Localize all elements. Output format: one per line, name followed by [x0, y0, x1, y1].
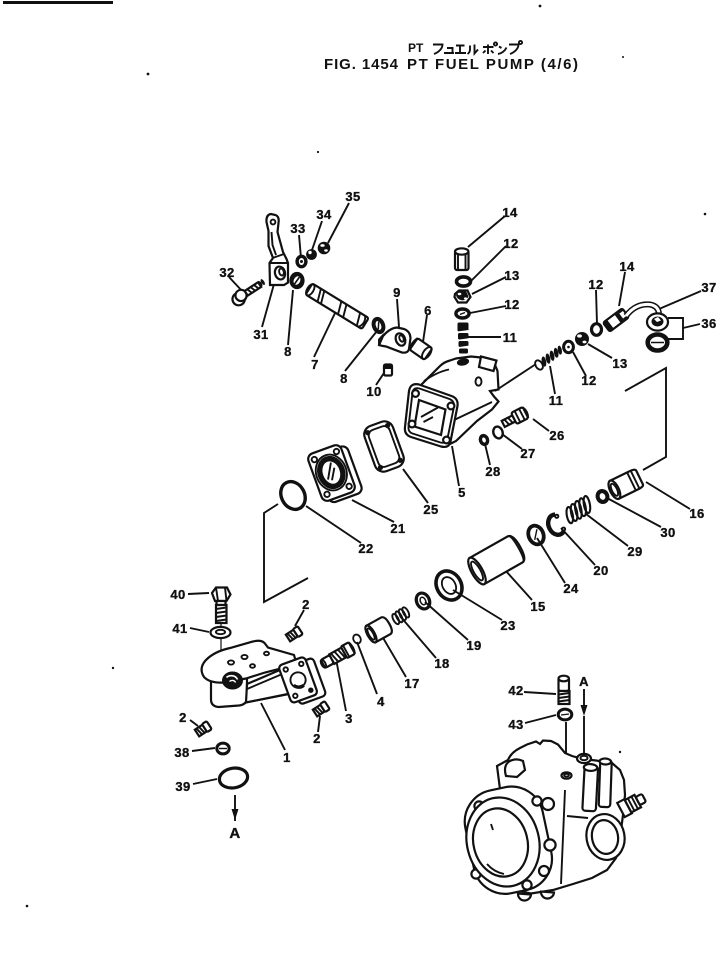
svg-text:33: 33: [290, 221, 305, 236]
svg-text:13: 13: [612, 356, 627, 371]
svg-text:13: 13: [504, 268, 519, 283]
svg-text:1: 1: [283, 750, 291, 765]
svg-text:8: 8: [340, 371, 348, 386]
svg-text:40: 40: [170, 587, 185, 602]
svg-text:24: 24: [563, 581, 579, 596]
svg-text:22: 22: [358, 541, 373, 556]
svg-text:3: 3: [345, 711, 353, 726]
svg-text:23: 23: [500, 618, 515, 633]
svg-text:FIG. 1454: FIG. 1454: [324, 56, 399, 73]
svg-text:11: 11: [503, 330, 518, 345]
svg-text:16: 16: [689, 506, 704, 521]
svg-text:19: 19: [466, 638, 481, 653]
svg-text:17: 17: [404, 676, 419, 691]
svg-text:34: 34: [316, 207, 332, 222]
svg-text:PT FUEL PUMP (4/6): PT FUEL PUMP (4/6): [407, 56, 578, 73]
svg-text:10: 10: [366, 384, 381, 399]
svg-text:32: 32: [219, 265, 234, 280]
svg-text:6: 6: [424, 303, 432, 318]
svg-text:36: 36: [701, 316, 716, 331]
svg-text:18: 18: [434, 656, 449, 671]
svg-text:31: 31: [253, 327, 268, 342]
svg-text:15: 15: [530, 599, 545, 614]
svg-text:25: 25: [423, 502, 438, 517]
svg-text:38: 38: [174, 745, 189, 760]
svg-text:5: 5: [458, 485, 466, 500]
svg-text:2: 2: [313, 731, 321, 746]
svg-text:29: 29: [627, 544, 642, 559]
svg-text:42: 42: [508, 683, 523, 698]
svg-text:2: 2: [302, 597, 310, 612]
svg-text:28: 28: [485, 464, 500, 479]
svg-text:A: A: [579, 674, 589, 689]
svg-text:9: 9: [393, 285, 401, 300]
svg-text:12: 12: [581, 373, 596, 388]
svg-text:26: 26: [549, 428, 564, 443]
svg-text:2: 2: [179, 710, 187, 725]
svg-text:8: 8: [284, 344, 292, 359]
svg-text:12: 12: [503, 236, 518, 251]
svg-text:30: 30: [660, 525, 675, 540]
svg-text:7: 7: [311, 357, 319, 372]
svg-text:21: 21: [390, 521, 405, 536]
svg-text:35: 35: [345, 189, 360, 204]
svg-text:37: 37: [701, 280, 716, 295]
svg-text:14: 14: [502, 205, 518, 220]
svg-text:41: 41: [172, 621, 187, 636]
svg-text:11: 11: [549, 393, 564, 408]
svg-text:12: 12: [588, 277, 603, 292]
svg-text:43: 43: [508, 717, 523, 732]
svg-text:12: 12: [504, 297, 519, 312]
svg-text:14: 14: [619, 259, 635, 274]
svg-text:4: 4: [377, 694, 385, 709]
svg-text:20: 20: [593, 563, 608, 578]
svg-text:39: 39: [175, 779, 190, 794]
svg-text:A: A: [229, 825, 240, 842]
svg-text:PT: PT: [408, 41, 424, 55]
svg-text:27: 27: [520, 446, 535, 461]
